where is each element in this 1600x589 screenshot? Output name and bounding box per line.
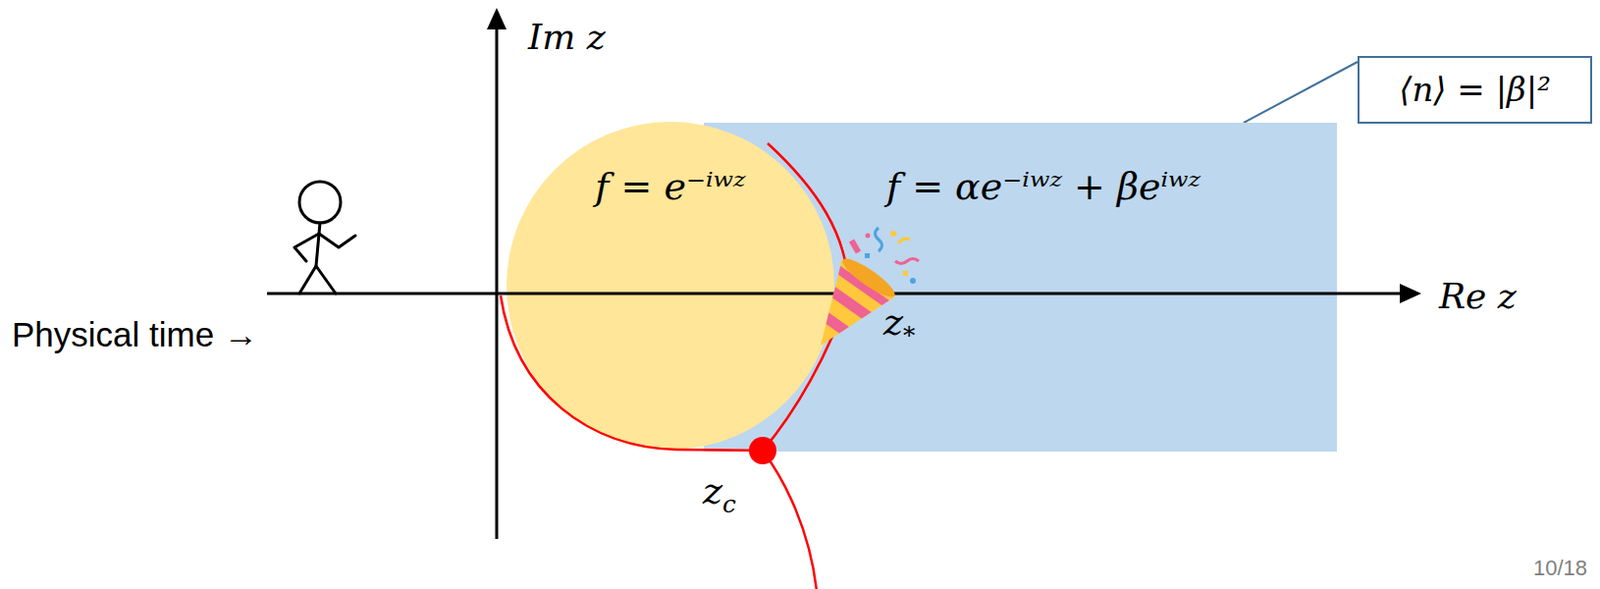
symbol-main: z bbox=[702, 469, 723, 513]
stick-figure bbox=[294, 181, 356, 294]
time-direction-label: Physical time → bbox=[11, 314, 259, 356]
yellow-region-disk: f = e⁻ⁱʷᶻ bbox=[506, 121, 835, 450]
leader-line bbox=[1243, 61, 1358, 123]
real-axis bbox=[266, 292, 1404, 296]
axis-arrowhead bbox=[486, 7, 507, 30]
callout-box: ⟨n⟩ = |β|² bbox=[1357, 55, 1593, 124]
critical-point-dot bbox=[748, 436, 777, 465]
point-label: z* bbox=[883, 300, 915, 350]
symbol-subscript: c bbox=[722, 489, 737, 519]
page-number: 10/18 bbox=[1533, 555, 1588, 582]
axis-label: Re z bbox=[1439, 274, 1517, 318]
disk-fill bbox=[506, 121, 835, 450]
symbol-main: z bbox=[883, 300, 904, 344]
axis-arrowhead bbox=[1399, 283, 1422, 304]
stokes-lines bbox=[500, 143, 849, 589]
region-formula: f = e⁻ⁱʷᶻ bbox=[506, 164, 835, 211]
imaginary-axis bbox=[495, 25, 499, 539]
symbol-subscript: * bbox=[903, 320, 915, 350]
region-formula: f = αe⁻ⁱʷᶻ + βeⁱʷᶻ bbox=[886, 164, 1337, 211]
axis-label: Im z bbox=[528, 15, 606, 58]
region-formula: ⟨n⟩ = |β|² bbox=[1398, 69, 1551, 110]
point-label: zc bbox=[702, 469, 737, 519]
